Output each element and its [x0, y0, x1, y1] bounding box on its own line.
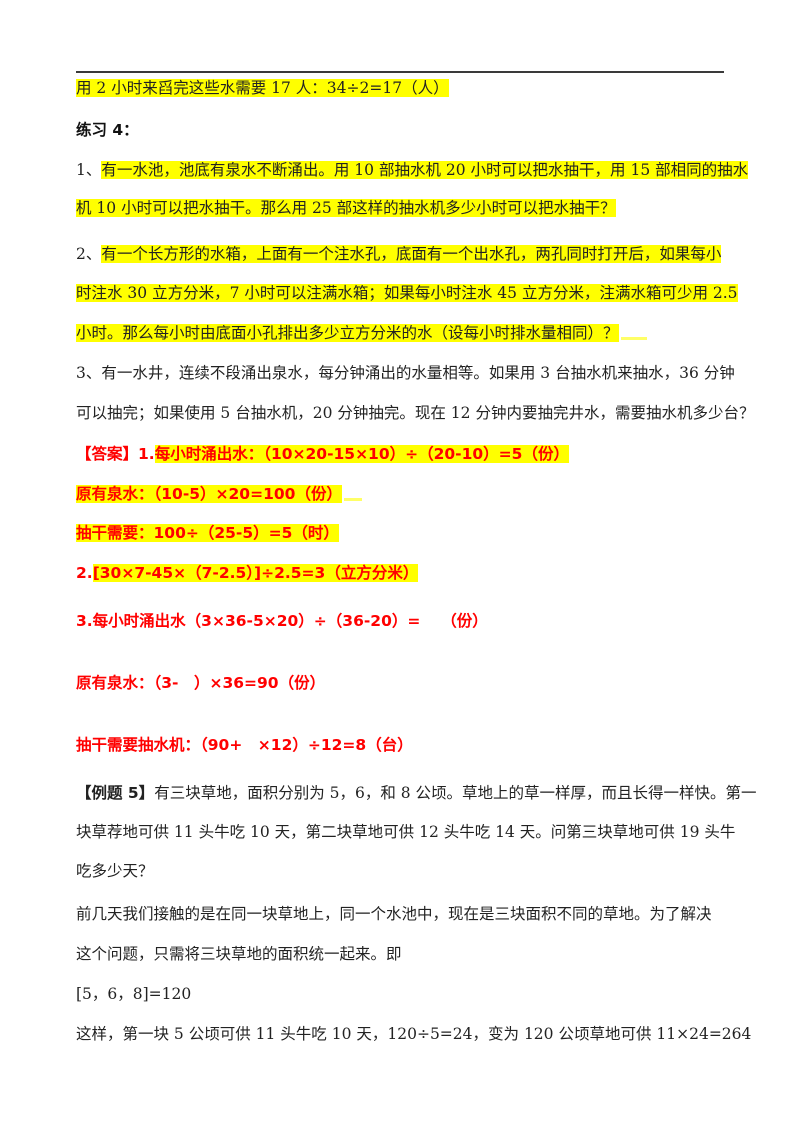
example-5-label: 【例题 5】 — [76, 784, 155, 802]
header-rule — [76, 71, 724, 73]
question-1-line-1: 1、有一水池，池底有泉水不断涌出。用 10 部抽水机 20 小时可以把水抽干，用… — [76, 160, 749, 180]
answer-1-line-2: 原有泉水：（10-5）×20=100（份） — [76, 484, 362, 504]
answer-1-line-1: 【答案】1.每小时涌出水：（10×20-15×10）÷（20-10）=5（份） — [76, 444, 569, 464]
answer-2-number: 2. — [76, 564, 93, 582]
explanation-line-3: [5，6，8]=120 — [76, 985, 192, 1003]
question-1-text: 有一水池，池底有泉水不断涌出。用 10 部抽水机 20 小时可以把水抽干，用 1… — [101, 161, 749, 179]
answer-label: 【答案】1. — [76, 445, 155, 463]
answer-3-line-1: 3.每小时涌出水（3×36-5×20）÷（36-20）= （份） — [76, 612, 488, 630]
answer-1-original-water: 原有泉水：（10-5）×20=100（份） — [76, 485, 342, 503]
answer-2-text: [30×7-45×（7-2.5）]÷2.5=3（立方分米） — [92, 564, 419, 582]
example-5-line-3: 吃多少天？ — [76, 862, 154, 880]
answer-1-time-needed: 抽干需要：100÷（25-5）=5（时） — [76, 524, 339, 542]
answer-3-line-2: 原有泉水：（3- ）×36=90（份） — [76, 674, 326, 692]
question-3-line-2: 可以抽完；如果使用 5 台抽水机，20 分钟抽完。现在 12 分钟内要抽完井水，… — [76, 404, 755, 422]
exercise-title: 练习 4： — [76, 121, 139, 139]
highlight-tail — [620, 337, 647, 340]
question-3-line-1: 3、有一水井，连续不段涌出泉水，每分钟涌出的水量相等。如果用 3 台抽水机来抽水… — [76, 364, 735, 382]
question-1-number: 1、 — [76, 161, 102, 179]
question-2-line-1: 2、有一个长方形的水箱，上面有一个注水孔，底面有一个出水孔，两孔同时打开后，如果… — [76, 244, 722, 264]
answer-1-line-3: 抽干需要：100÷（25-5）=5（时） — [76, 523, 339, 543]
example-5-line-2: 块草荐地可供 11 头牛吃 10 天，第二块草地可供 12 头牛吃 14 天。问… — [76, 823, 736, 841]
question-1-line-2: 机 10 小时可以把水抽干。那么用 25 部这样的抽水机多少小时可以把水抽干？ — [76, 198, 616, 218]
explanation-line-1: 前几天我们接触的是在同一块草地上，同一个水池中，现在是三块面积不同的草地。为了解… — [76, 905, 712, 923]
previous-answer-line: 用 2 小时来舀完这些水需要 17 人：34÷2=17（人） — [76, 78, 449, 98]
answer-2-line: 2.[30×7-45×（7-2.5）]÷2.5=3（立方分米） — [76, 563, 419, 583]
example-5-text: 有三块草地，面积分别为 5，6，和 8 公顷。草地上的草一样厚，而且长得一样快。… — [154, 784, 757, 802]
question-2-line-2: 时注水 30 立方分米，7 小时可以注满水箱；如果每小时注水 45 立方分米，注… — [76, 283, 738, 303]
question-2-line-3: 小时。那么每小时由底面小孔排出多少立方分米的水（设每小时排水量相同）？ — [76, 323, 647, 343]
explanation-line-2: 这个问题，只需将三块草地的面积统一起来。即 — [76, 945, 402, 963]
question-2-text: 有一个长方形的水箱，上面有一个注水孔，底面有一个出水孔，两孔同时打开后，如果每小 — [101, 245, 722, 263]
answer-1-text: 每小时涌出水：（10×20-15×10）÷（20-10）=5（份） — [154, 445, 569, 463]
question-2-text-cont: 时注水 30 立方分米，7 小时可以注满水箱；如果每小时注水 45 立方分米，注… — [76, 284, 738, 302]
question-1-text-cont: 机 10 小时可以把水抽干。那么用 25 部这样的抽水机多少小时可以把水抽干？ — [76, 199, 616, 217]
example-5-line-1: 【例题 5】有三块草地，面积分别为 5，6，和 8 公顷。草地上的草一样厚，而且… — [76, 783, 757, 803]
answer-3-line-3: 抽干需要抽水机：（90+ ×12）÷12=8（台） — [76, 736, 413, 754]
highlight-tail — [343, 498, 362, 501]
explanation-line-4: 这样，第一块 5 公顷可供 11 头牛吃 10 天，120÷5=24，变为 12… — [76, 1025, 752, 1043]
question-2-number: 2、 — [76, 245, 102, 263]
previous-answer-text: 用 2 小时来舀完这些水需要 17 人：34÷2=17（人） — [76, 79, 449, 97]
question-2-text-end: 小时。那么每小时由底面小孔排出多少立方分米的水（设每小时排水量相同）？ — [76, 324, 619, 342]
